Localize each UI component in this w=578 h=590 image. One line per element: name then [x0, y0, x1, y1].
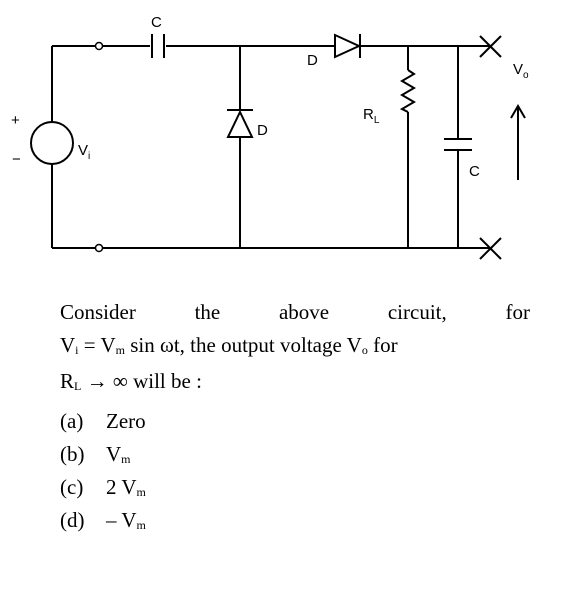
question-word: circuit,: [387, 300, 447, 324]
question-block: Consider the above circuit, for Vi = Vm …: [60, 296, 530, 537]
question-word: the: [194, 300, 221, 324]
shunt-diode-symbol: [226, 109, 254, 138]
output-label: Vo: [513, 61, 529, 81]
series-diode-label: D: [307, 52, 318, 69]
input-terminal-bottom: [94, 243, 104, 253]
source-plus-sign: +: [11, 112, 20, 129]
resistor-label: RL: [363, 106, 380, 126]
question-line-3: RL → ∞ will be :: [60, 369, 202, 393]
shunt-diode-label: D: [257, 122, 268, 139]
input-terminal-top: [94, 41, 104, 51]
voltage-source: [30, 121, 74, 165]
question-line-1: Consider the above circuit, for: [60, 296, 530, 329]
question-line-2: Vi = Vm sin ωt, the output voltage Vo fo…: [60, 333, 398, 357]
output-arrow-head: [510, 104, 526, 119]
capacitor-label: C: [151, 14, 162, 31]
question-word: for: [505, 300, 530, 324]
capacitor2-label: C: [469, 163, 480, 180]
option-a[interactable]: (a)Zero: [60, 409, 146, 433]
series-diode-symbol: [334, 33, 362, 59]
question-word: Consider: [60, 300, 136, 324]
output-terminal-bottom: [479, 237, 502, 260]
question-word: above: [278, 300, 330, 324]
source-minus-sign: −: [12, 151, 21, 168]
source-label: Vi: [78, 142, 90, 162]
resistor-symbol: [399, 69, 416, 113]
output-terminal-top: [479, 35, 502, 58]
